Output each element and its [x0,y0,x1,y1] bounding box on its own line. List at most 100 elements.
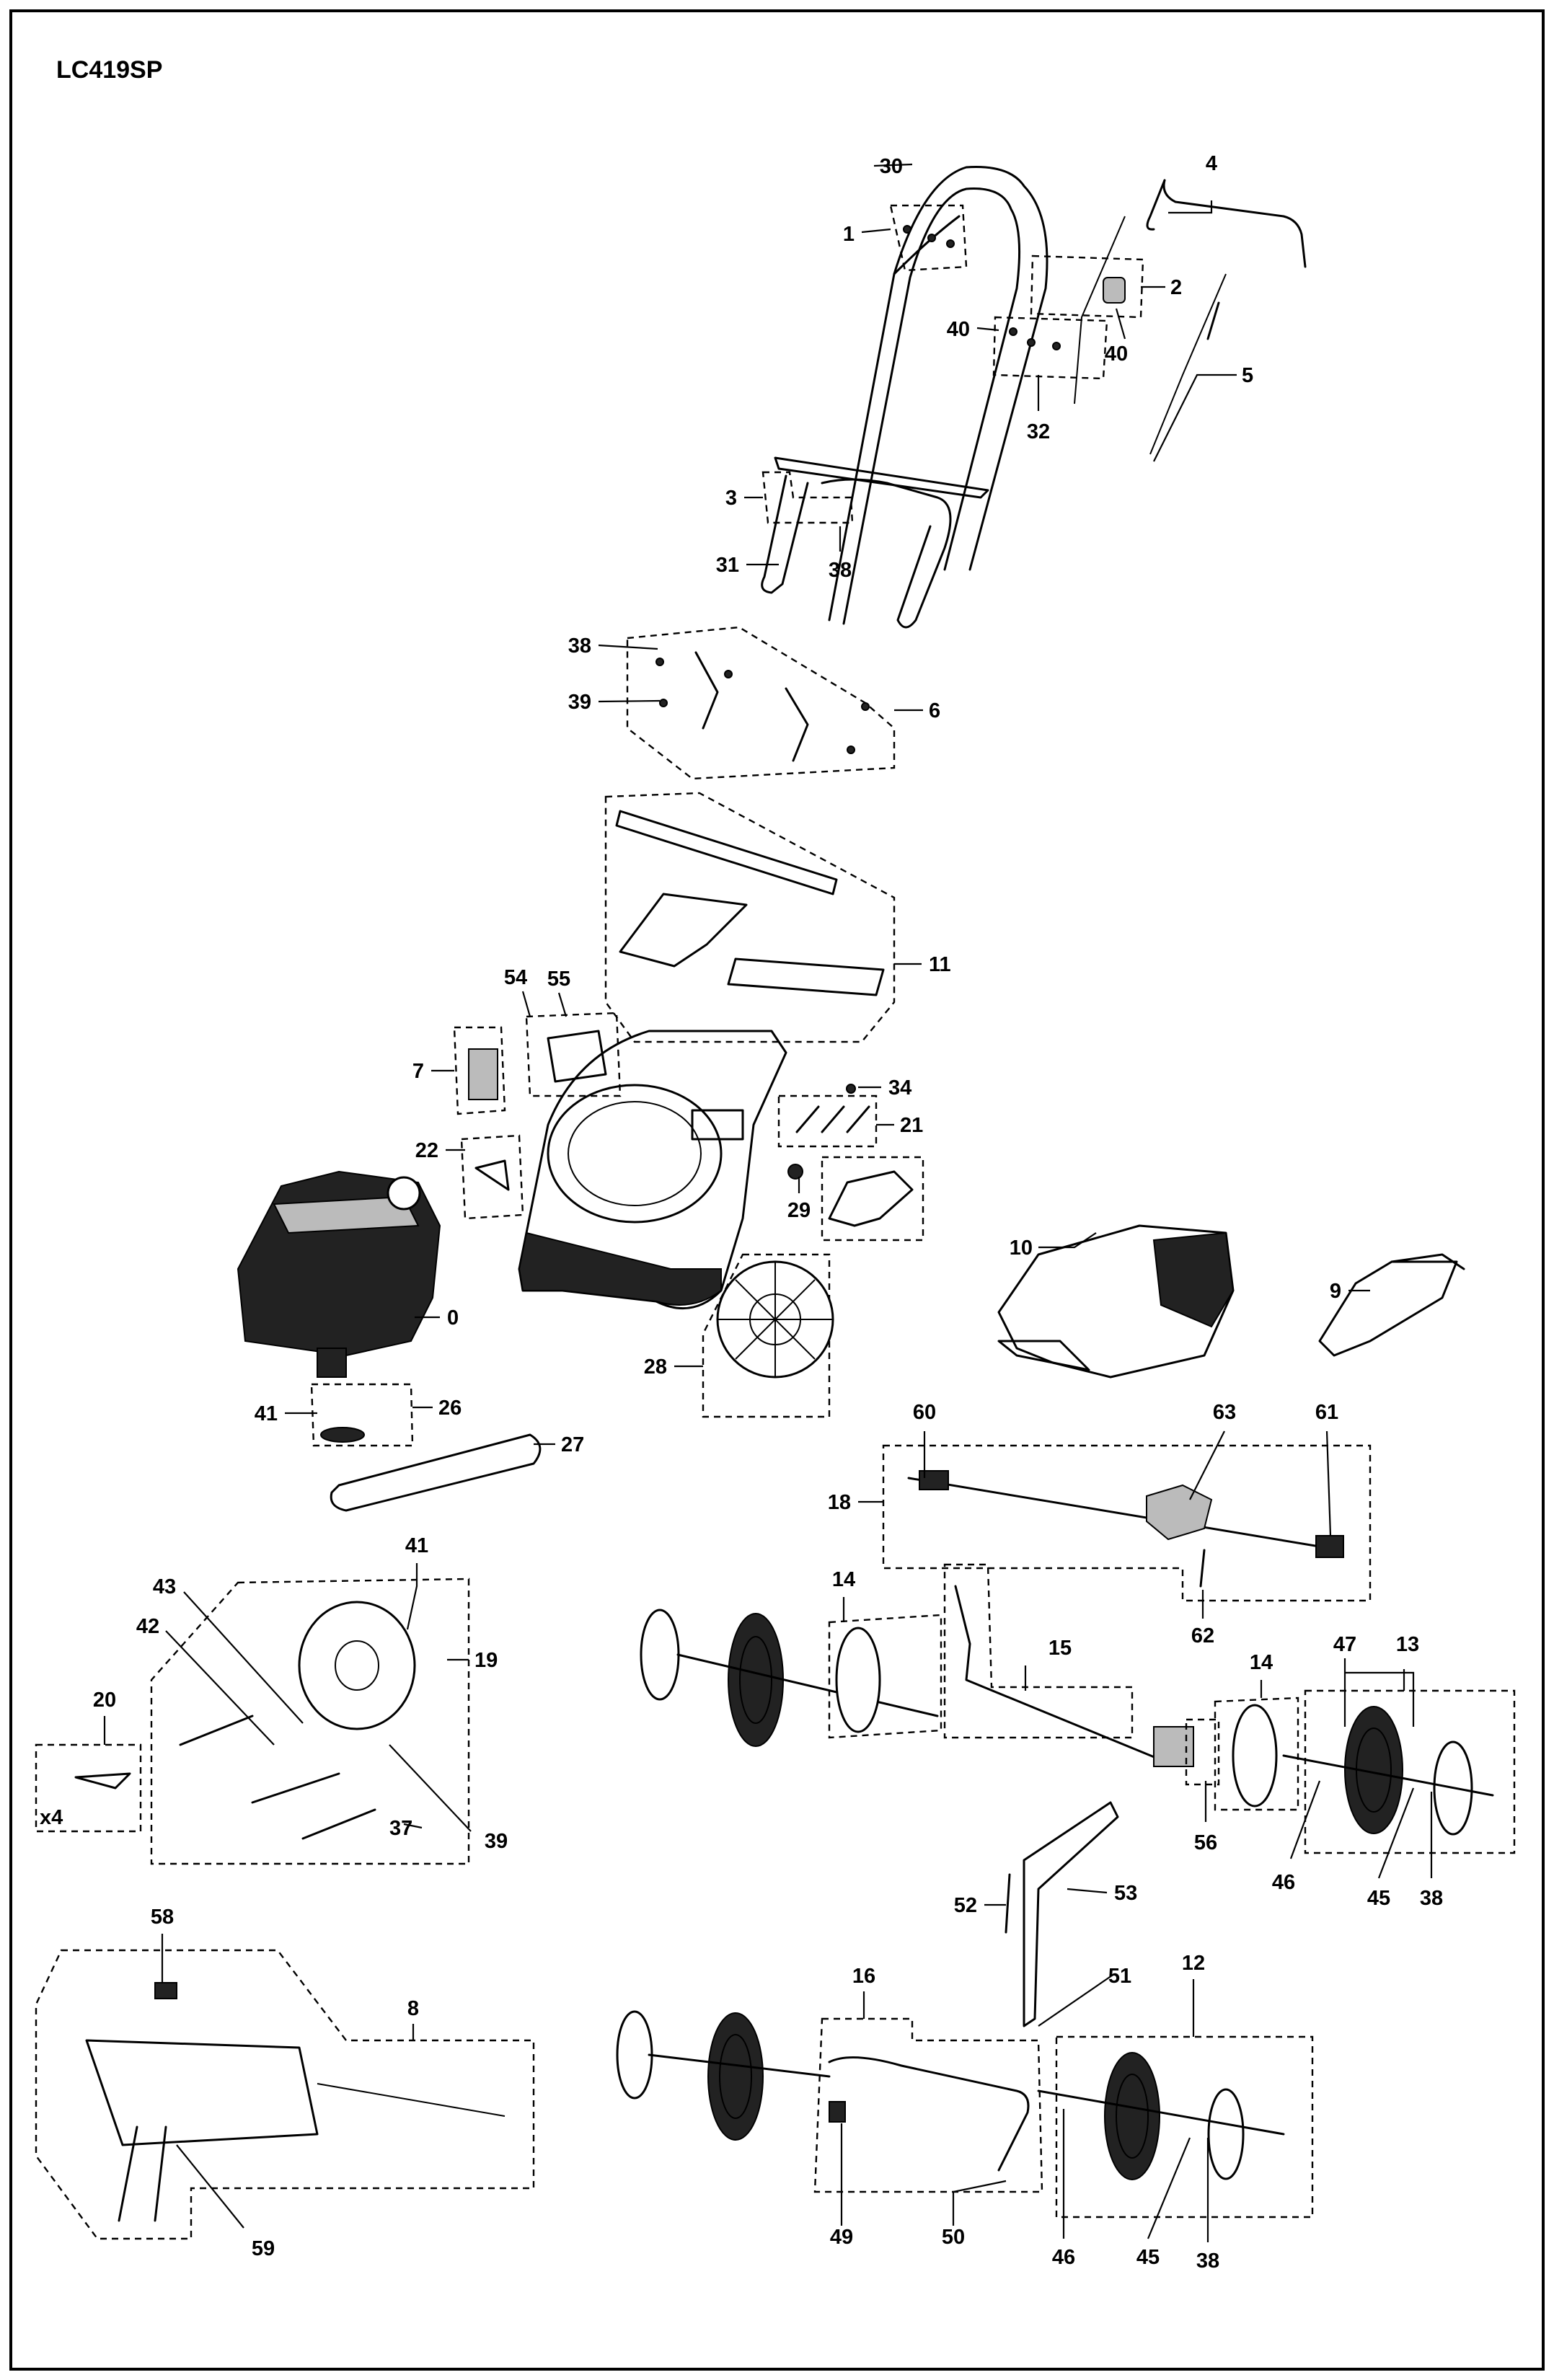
group-54-55-box [525,1012,622,1097]
callout-52: 52 [954,1894,977,1917]
callout-34: 34 [888,1076,911,1100]
callout-15: 15 [1048,1637,1072,1660]
group-28-box [702,1253,831,1418]
group-26-box [310,1383,414,1447]
callout-32: 32 [1027,420,1050,443]
rear-wheel-right [1282,1706,1494,1836]
rear-wheel-left [640,1609,939,1747]
front-wheel-left [616,2010,831,2141]
grass-catcher [997,1224,1235,1379]
callout-29: 29 [787,1199,811,1222]
group-2-box [1030,255,1144,319]
callout-37: 37 [389,1817,412,1840]
group-22-box [460,1134,524,1220]
callout-31: 31 [716,554,739,577]
group-32-box [992,316,1108,380]
callout-20: 20 [93,1689,116,1712]
callout-51: 51 [1108,1965,1131,1988]
group-56-box [1185,1718,1220,1786]
callout-60: 60 [913,1401,936,1424]
group-18-box [882,1444,1372,1602]
callout-3: 3 [725,487,737,510]
callout-41-pulley: 41 [255,1402,278,1425]
page-frame [9,9,1545,2371]
callout-18: 18 [828,1491,851,1514]
callout-55: 55 [547,968,570,991]
group-7-box [453,1026,506,1115]
callout-7: 7 [412,1060,424,1083]
callout-9: 9 [1330,1280,1341,1303]
callout-8: 8 [407,1997,419,2020]
callout-40-right: 40 [1105,342,1128,366]
callout-5: 5 [1242,364,1253,387]
callout-53: 53 [1114,1882,1137,1905]
callout-45-rear: 45 [1367,1887,1390,1910]
mower-deck [518,1030,787,1310]
quantity-note: x4 [40,1806,63,1829]
callout-1: 1 [843,223,855,246]
group-8-box [35,1949,535,2240]
callout-58: 58 [151,1906,174,1929]
callout-50: 50 [942,2226,965,2249]
callout-46-rear: 46 [1272,1871,1295,1894]
group-20-box [35,1743,142,1833]
callout-38-handle: 38 [829,559,852,582]
front-wheel-right [1037,2052,1285,2180]
handle-assembly [761,166,1307,629]
leader-lines [103,163,1433,2242]
callout-42: 42 [136,1615,159,1638]
group-14-right-box [1214,1696,1299,1811]
callout-38-front: 38 [1196,2250,1219,2273]
callout-43: 43 [153,1575,176,1598]
callout-49: 49 [830,2226,853,2249]
callout-22: 22 [415,1139,438,1162]
callout-61: 61 [1315,1401,1338,1424]
callout-21: 21 [900,1114,923,1137]
callout-14-left: 14 [832,1568,855,1591]
group-14-left-box [828,1614,942,1739]
callout-38-brackets: 38 [568,634,591,658]
callout-54: 54 [504,966,527,989]
callout-4: 4 [1206,152,1217,175]
callout-62: 62 [1191,1624,1214,1647]
callout-47: 47 [1333,1633,1356,1656]
callout-6: 6 [929,699,940,722]
callout-45-front: 45 [1136,2246,1160,2269]
group-15-box [943,1563,1134,1739]
callout-46-front: 46 [1052,2246,1075,2269]
callout-30: 30 [880,155,903,178]
callout-19: 19 [474,1649,498,1672]
group-12-box [1055,2035,1314,2218]
callout-16: 16 [852,1965,875,1988]
callout-59: 59 [252,2237,275,2260]
group-29-box [821,1156,924,1242]
callout-27: 27 [561,1433,584,1456]
callout-14-right: 14 [1250,1651,1273,1674]
callout-39-blade: 39 [485,1830,508,1853]
callout-63: 63 [1213,1401,1236,1424]
group-6-box [626,626,896,780]
callout-56: 56 [1194,1831,1217,1854]
callout-numbers: 30 1 2 4 40 5 40 32 3 31 38 38 39 6 11 5… [93,152,1443,2273]
callout-2: 2 [1170,276,1182,299]
callout-10: 10 [1010,1237,1033,1260]
group-11-box [604,792,896,1043]
callout-28: 28 [644,1355,667,1379]
deflector [1318,1260,1458,1357]
callout-38-rear: 38 [1420,1887,1443,1910]
callout-41-blade: 41 [405,1534,428,1557]
callout-13: 13 [1396,1633,1419,1656]
callout-0: 0 [447,1306,459,1330]
model-title: LC419SP [56,56,162,84]
callout-11: 11 [929,953,951,976]
engine [237,1170,441,1378]
group-16-box [813,2017,1043,2193]
group-13-box [1304,1689,1516,1854]
callout-40-left: 40 [947,318,970,341]
group-19-box [150,1578,470,1865]
rear-flap [1023,1801,1119,2027]
callout-12: 12 [1182,1952,1205,1975]
group-3-box [761,471,854,524]
